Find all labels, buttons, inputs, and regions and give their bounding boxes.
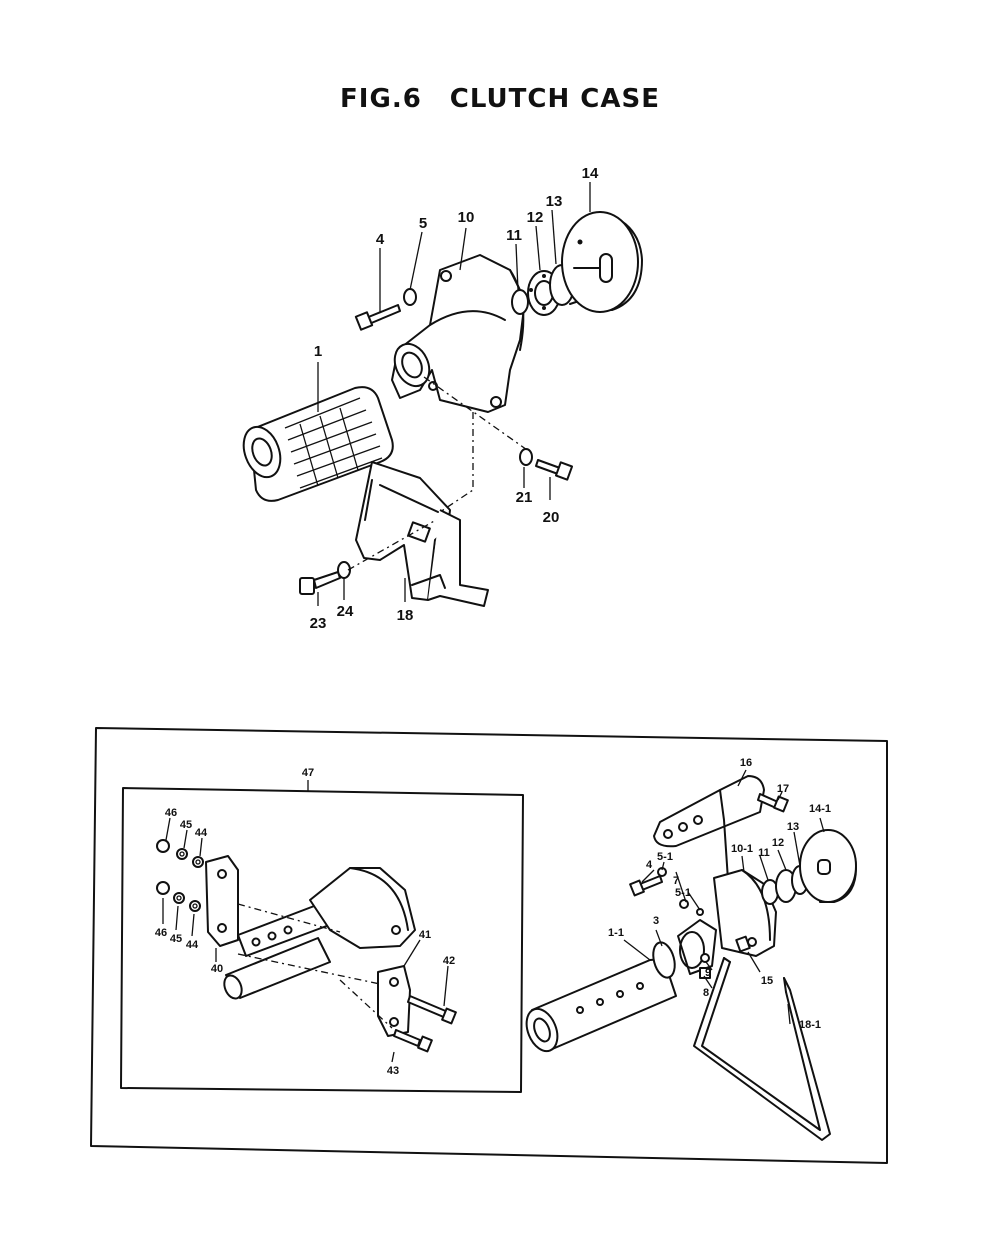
callout-20: 20 — [543, 509, 560, 526]
callout-42: 42 — [443, 955, 455, 967]
callout-40: 40 — [211, 963, 223, 975]
callout-10-1: 10-1 — [731, 843, 753, 855]
figure-number: FIG.6 — [340, 84, 422, 114]
callout-44-upper: 44 — [195, 827, 208, 839]
part-circlip-11 — [511, 289, 529, 315]
callout-5-1-upper: 5-1 — [657, 851, 673, 863]
callout-7: 7 — [673, 875, 679, 887]
callout-4: 4 — [376, 231, 385, 248]
callout-46-lower: 46 — [155, 927, 167, 939]
part-clutch-case — [391, 254, 526, 413]
callout-9: 9 — [705, 967, 711, 979]
callout-17: 17 — [777, 783, 789, 795]
figure-title: FIG.6 CLUTCH CASE — [0, 84, 1000, 114]
inset-frame — [90, 727, 888, 1164]
top-leader-lines — [317, 182, 591, 606]
part-bolt-23 — [299, 571, 341, 595]
callout-47: 47 — [302, 767, 314, 779]
part-support-bracket — [355, 461, 489, 607]
top-exploded-assembly: 1 4 5 10 11 12 13 14 18 20 21 23 24 — [242, 165, 643, 632]
callout-11: 11 — [506, 227, 522, 244]
part-clutch-drum-14 — [561, 211, 643, 313]
callout-12-inset: 12 — [772, 837, 784, 849]
callout-18-1: 18-1 — [799, 1019, 821, 1031]
callout-46-upper: 46 — [165, 807, 177, 819]
callout-21: 21 — [516, 489, 533, 506]
callout-23: 23 — [310, 615, 327, 632]
part-washer-21 — [519, 448, 533, 466]
callout-5-1-lower: 5-1 — [675, 887, 691, 899]
callout-14: 14 — [582, 165, 599, 182]
figure-name: CLUTCH CASE — [449, 84, 660, 114]
callout-10: 10 — [458, 209, 475, 226]
callout-44-lower: 44 — [186, 939, 199, 951]
callout-41: 41 — [419, 929, 431, 941]
callout-18: 18 — [397, 607, 414, 624]
callout-11-inset: 11 — [758, 847, 770, 859]
callout-8: 8 — [703, 987, 709, 999]
callout-13: 13 — [546, 193, 563, 210]
callout-43: 43 — [387, 1065, 399, 1077]
callout-45-lower: 45 — [170, 933, 182, 945]
callout-12: 12 — [527, 209, 544, 226]
sub-assembly-47 — [156, 780, 457, 1063]
callout-45-upper: 45 — [180, 819, 192, 831]
callout-1-1: 1-1 — [608, 927, 624, 939]
inset-right-assembly — [525, 769, 857, 1141]
callout-15: 15 — [761, 975, 773, 987]
callout-14-1: 14-1 — [809, 803, 831, 815]
callout-1: 1 — [314, 343, 322, 360]
callout-3: 3 — [653, 915, 659, 927]
callout-5: 5 — [419, 215, 427, 232]
callout-16: 16 — [740, 757, 752, 769]
part-grip-sleeve — [242, 386, 394, 502]
part-washer-5 — [403, 288, 417, 306]
callout-24: 24 — [337, 603, 354, 620]
callout-13-inset: 13 — [787, 821, 799, 833]
part-bolt-20 — [535, 459, 574, 481]
callout-4-inset: 4 — [646, 859, 653, 871]
part-bolt-4 — [354, 304, 401, 331]
